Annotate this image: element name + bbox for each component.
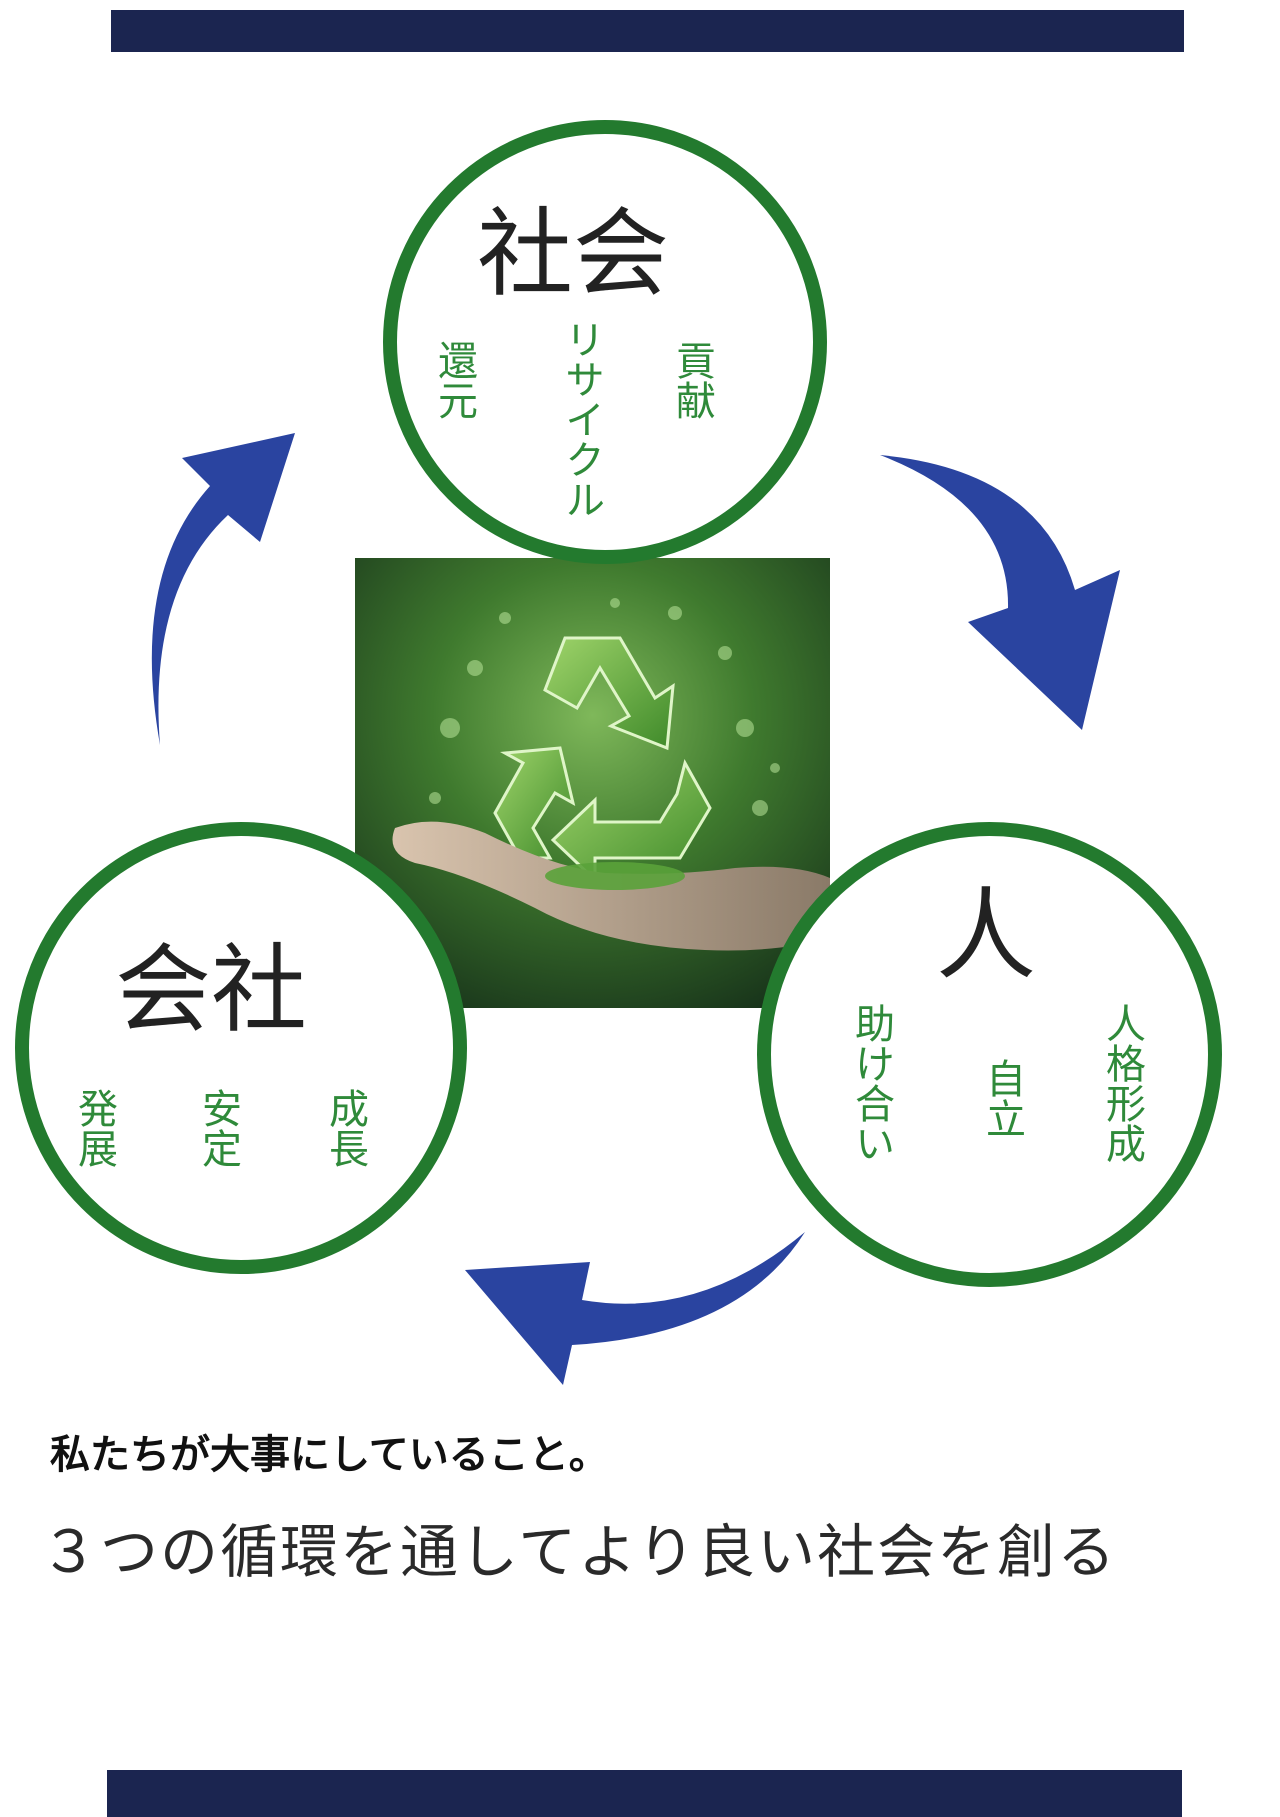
company-circle: 会社 成長 安定 発展 [15,822,467,1274]
tagline: 私たちが大事にしていること。 [50,1431,609,1478]
recycle-symbol-icon [493,636,712,884]
arrow-company-to-society-icon [151,433,295,745]
society-word-3: 還元 [431,340,477,420]
person-title: 人 [936,877,1036,994]
company-word-2: 安定 [195,1088,241,1168]
bottom-banner-bar [107,1770,1182,1817]
arrow-society-to-person-icon [880,455,1120,730]
person-circle: 人 人格形成 自立 助け合い [757,822,1222,1287]
society-word-1: 貢献 [669,340,715,420]
person-word-3: 助け合い [848,1003,894,1163]
person-word-1: 人格形成 [1099,1003,1145,1163]
society-title: 社会 [477,198,669,310]
company-word-3: 発展 [71,1088,117,1168]
company-title: 会社 [115,934,307,1046]
headline: ３つの循環を通してより良い社会を創る [40,1518,1118,1586]
company-word-1: 成長 [322,1088,368,1168]
society-circle: 社会 貢献 リサイクル 還元 [383,120,827,564]
top-banner-bar [111,10,1184,52]
open-hand-icon [392,821,830,951]
society-word-2: リサイクル [558,319,604,519]
arrow-person-to-company-icon [465,1232,805,1385]
person-word-2: 自立 [979,1058,1025,1138]
